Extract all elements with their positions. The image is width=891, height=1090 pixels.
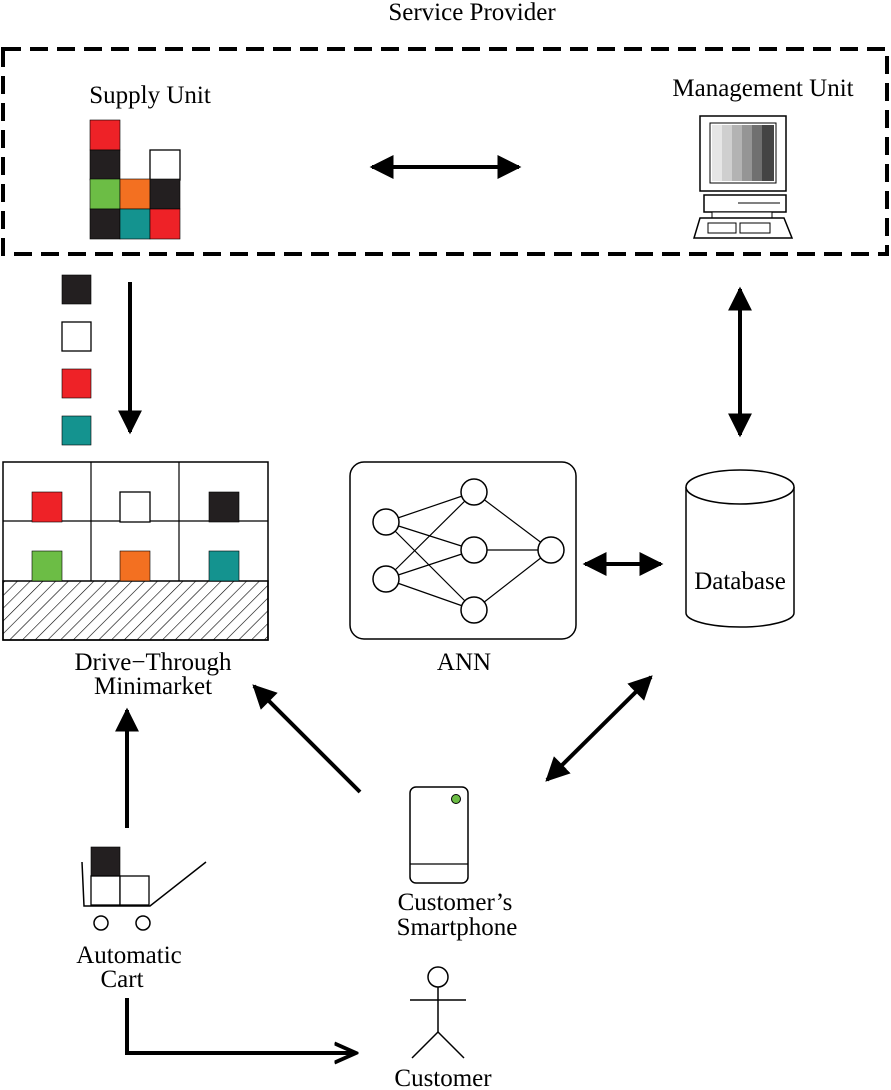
smartphone-icon <box>409 786 469 884</box>
cart-item <box>119 875 150 906</box>
ann-hidden-node <box>460 536 488 564</box>
shelf-product <box>208 491 240 523</box>
automatic-cart-icon <box>81 846 207 931</box>
database-smartphone-arrow <box>545 675 653 782</box>
incoming-product <box>61 274 92 305</box>
incoming-products <box>61 274 92 446</box>
supply-block <box>89 119 121 151</box>
cart-label-line1: Automatic <box>76 942 182 969</box>
supply-unit-blocks <box>89 119 181 240</box>
ann-label: ANN <box>437 649 491 676</box>
customer-label: Customer <box>394 1065 492 1090</box>
ann-input-node <box>372 508 400 536</box>
supply-block <box>89 149 121 181</box>
service-provider-title: Service Provider <box>388 0 556 26</box>
database-label: Database <box>694 568 786 595</box>
supply-block <box>89 178 121 210</box>
cart-label-line2: Cart <box>100 966 143 993</box>
shelf-product <box>208 550 240 582</box>
shelf-products <box>31 491 240 582</box>
smartphone-label-line2: Smartphone <box>397 914 518 941</box>
shelf-product <box>31 550 63 582</box>
shelf-product <box>119 550 151 582</box>
shelf-product <box>31 491 63 523</box>
service-provider-boundary <box>1 47 889 256</box>
supply-block <box>149 178 181 210</box>
supply-unit-label: Supply Unit <box>89 82 211 109</box>
ann-output-node <box>537 536 565 564</box>
minimarket-label-line1: Drive−Through <box>74 649 232 676</box>
supply-block <box>119 208 151 240</box>
cart-to-customer-arrow <box>125 998 356 1053</box>
ann-input-node <box>372 565 400 593</box>
supply-block <box>149 149 181 181</box>
smartphone-label-line1: Customer’s <box>398 889 513 916</box>
supply-block <box>149 208 181 240</box>
ann-network <box>349 461 577 640</box>
incoming-product <box>61 415 92 446</box>
database-cylinder <box>685 469 795 628</box>
supply-block <box>89 208 121 240</box>
supply-block <box>119 178 151 210</box>
ann-hidden-node <box>460 596 488 624</box>
cart-item <box>90 846 121 877</box>
cart-item <box>90 875 121 906</box>
minimarket-label-line2: Minimarket <box>94 673 212 700</box>
incoming-product <box>61 321 92 352</box>
incoming-product <box>61 368 92 399</box>
ann-hidden-node <box>460 478 488 506</box>
shelf-product <box>119 491 151 523</box>
customer-icon <box>410 966 466 1059</box>
management-unit-label: Management Unit <box>672 75 853 102</box>
computer-icon <box>692 115 794 239</box>
smartphone-to-minimarket-arrow <box>252 684 362 794</box>
